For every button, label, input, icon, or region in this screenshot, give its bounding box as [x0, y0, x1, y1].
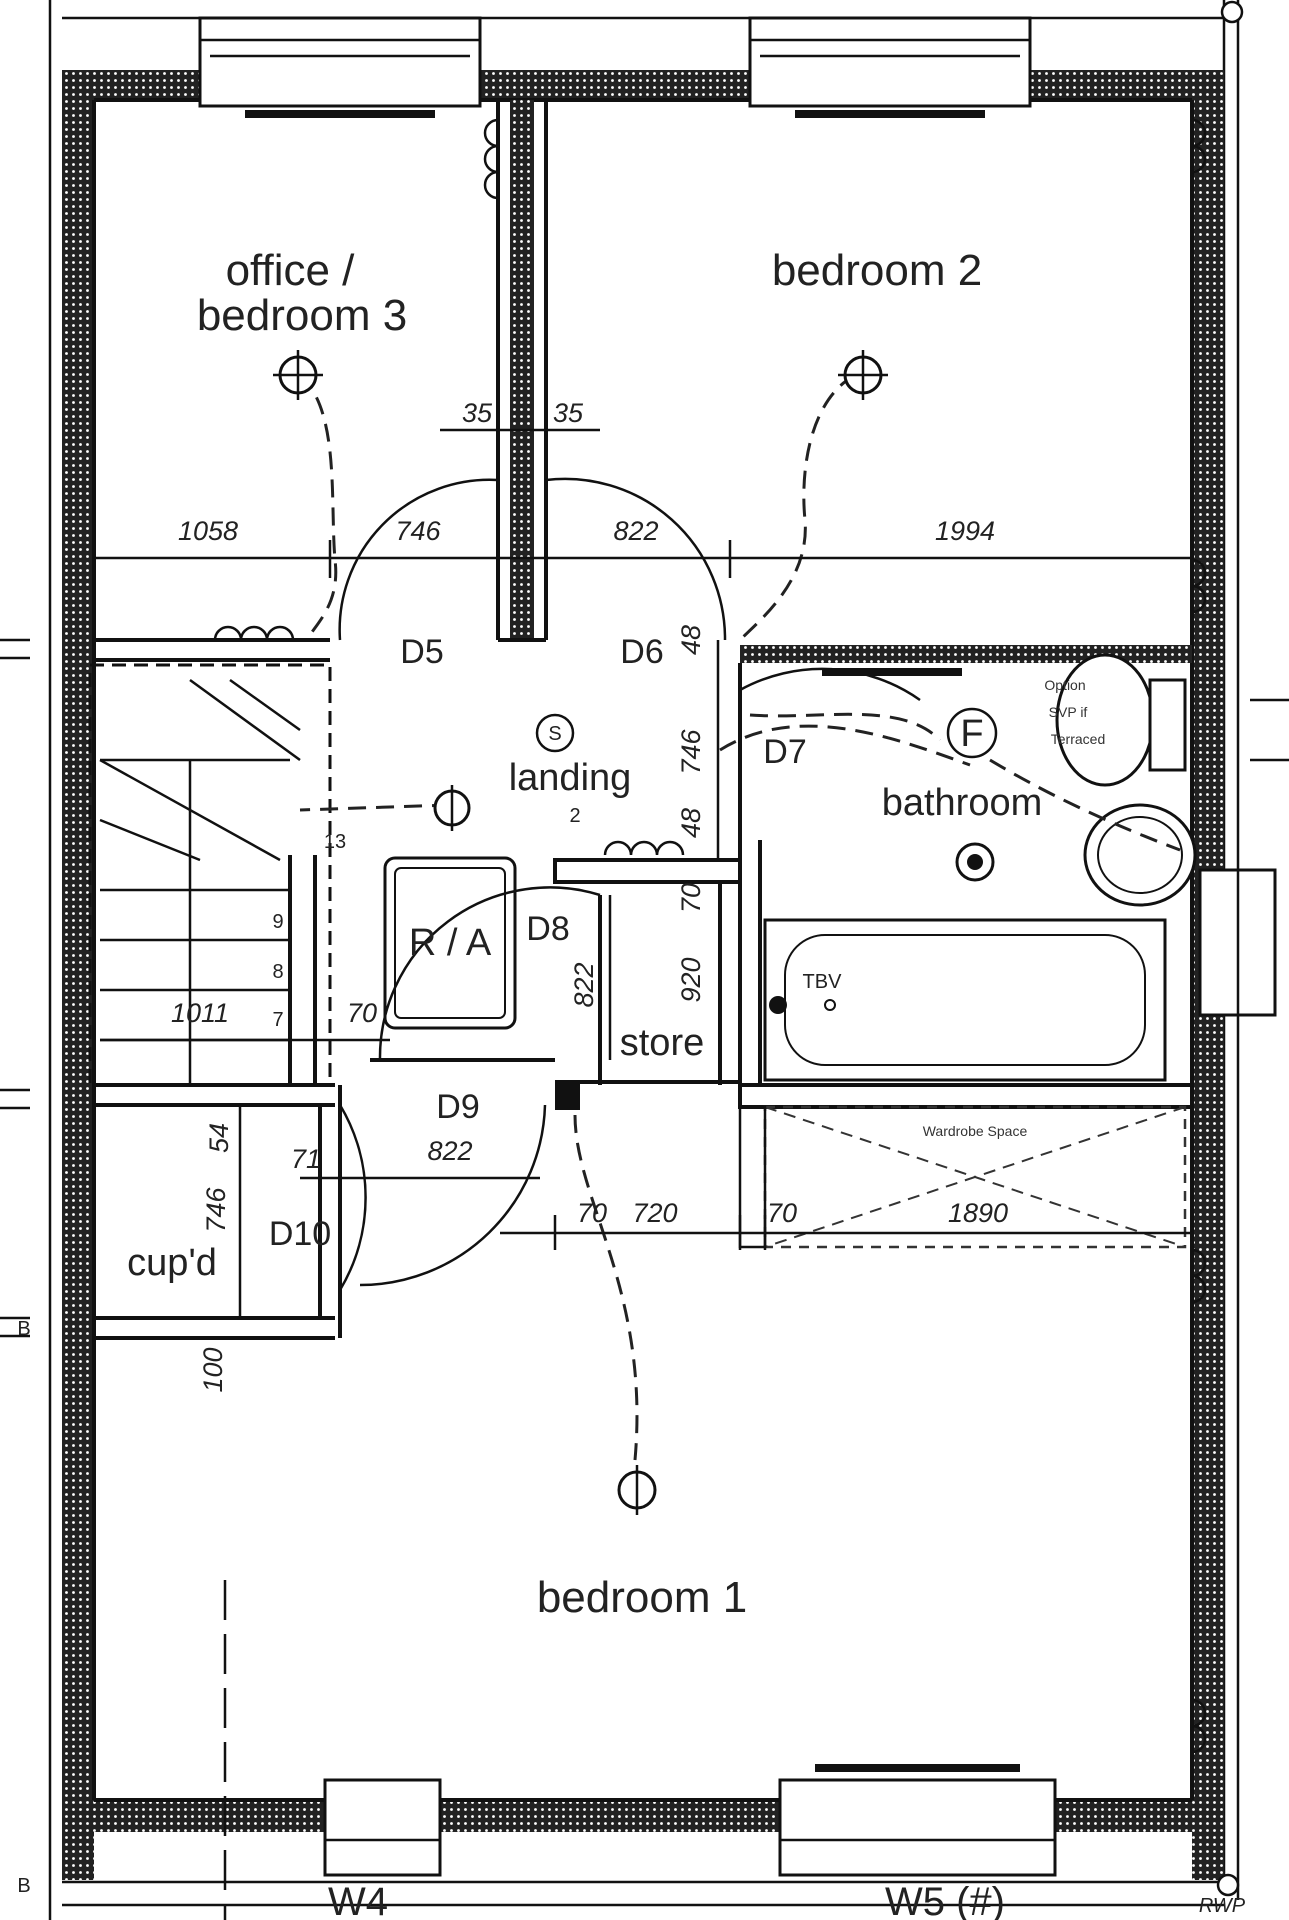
window-w5-label: W5 (#): [885, 1880, 1005, 1920]
toilet: [1055, 653, 1187, 787]
cupboard-label: cup'd: [127, 1242, 217, 1284]
stair-step-13: 13: [324, 831, 346, 853]
basin: [1083, 803, 1197, 907]
dim-100: 100: [198, 1347, 228, 1392]
window-w4: [323, 1778, 442, 1877]
landing-label: landing: [509, 757, 632, 799]
dim-920: 920: [676, 957, 706, 1002]
dim-1058: 1058: [178, 516, 238, 546]
dim-35-right: 35: [553, 398, 584, 428]
door-d6-label: D6: [620, 633, 663, 671]
window-top-right: [748, 16, 1032, 118]
stair-step-7: 7: [272, 1009, 283, 1031]
edge-b-left: B: [17, 1318, 30, 1340]
wardrobe-note: Wardrobe Space: [923, 1123, 1028, 1139]
smoke-detector-icon: S: [535, 713, 575, 753]
window-w5: [778, 1764, 1057, 1877]
stair-step-2: 2: [569, 805, 580, 827]
door-d9-label: D9: [436, 1088, 479, 1126]
dim-746-mid: 746: [676, 728, 706, 774]
store-label: store: [620, 1022, 704, 1064]
dimension-lines: [94, 428, 1192, 1318]
dim-48-a: 48: [676, 625, 706, 655]
office-label-line1: office /: [226, 246, 356, 295]
door-d8-label: D8: [526, 910, 569, 948]
window-bathroom: [1198, 868, 1277, 1017]
window-w4-label: W4: [328, 1880, 388, 1920]
door-d7-label: D7: [763, 733, 806, 771]
office-label-line2: bedroom 3: [197, 291, 407, 340]
light-point-bathroom: [955, 842, 995, 882]
svp-note-line2: SVP if: [1049, 704, 1088, 720]
dim-70-b: 70: [767, 1198, 797, 1228]
stair-step-9: 9: [272, 911, 283, 933]
dim-70-a: 70: [577, 1198, 607, 1228]
dim-1890: 1890: [948, 1198, 1008, 1228]
bath: [763, 918, 1167, 1082]
dim-746-cup: 746: [201, 1186, 231, 1232]
staircase: [99, 678, 301, 1085]
dim-54: 54: [204, 1123, 234, 1153]
sockets: [213, 118, 1207, 1754]
rwp-label: RWP: [1199, 1895, 1246, 1917]
svp-note-line3: Terraced: [1051, 731, 1105, 747]
smoke-detector-label: S: [548, 723, 561, 745]
dim-48-b: 48: [676, 808, 706, 838]
dim-35-left: 35: [462, 398, 493, 428]
door-d5-label: D5: [400, 633, 443, 671]
door-d10-label: D10: [269, 1215, 331, 1253]
dim-822-store: 822: [569, 962, 599, 1007]
light-point-bedroom1: [617, 1465, 657, 1515]
dim-746-top: 746: [395, 516, 441, 546]
stair-step-8: 8: [272, 961, 283, 983]
bedroom1-label: bedroom 1: [537, 1573, 747, 1622]
fan-label: F: [960, 713, 983, 755]
light-point-office: [273, 350, 323, 400]
wiring: [299, 373, 1181, 1461]
window-top-left: [198, 16, 482, 118]
dim-822-d9: 822: [427, 1136, 472, 1166]
ra-label: R / A: [409, 922, 492, 964]
dim-70-mid: 70: [676, 883, 706, 913]
dim-720: 720: [632, 1198, 677, 1228]
dim-70-stair: 70: [347, 998, 377, 1028]
dim-822-top: 822: [613, 516, 658, 546]
edge-b-bottom: B: [17, 1875, 30, 1897]
tbv-label: TBV: [803, 971, 843, 993]
bedroom2-label: bedroom 2: [772, 246, 982, 295]
bathroom-label: bathroom: [882, 782, 1043, 824]
dim-71: 71: [291, 1144, 321, 1174]
light-point-bedroom2: [838, 350, 888, 400]
extractor-fan-icon: F: [946, 707, 998, 759]
dim-1011: 1011: [171, 998, 229, 1028]
dim-1994: 1994: [935, 516, 995, 546]
internal-walls: [88, 100, 1194, 1340]
svp-note-line1: Option: [1044, 677, 1085, 693]
light-point-landing: [433, 785, 471, 831]
